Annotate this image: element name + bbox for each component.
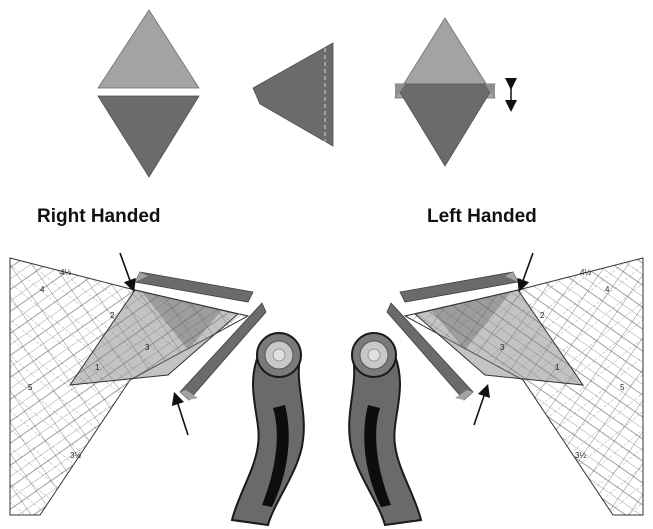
left-handed-ruler: 4 2 3 5 1 4½ 3½ (386, 252, 644, 516)
ruler-mark: 3 (145, 343, 150, 352)
pointing-triangle (252, 42, 334, 147)
ruler-mark: 5 (620, 383, 625, 392)
down-right-arrow-icon (119, 252, 136, 293)
bottom-triangle (97, 95, 200, 178)
rotary-cutter-icon (230, 332, 305, 527)
ruler-overlay-diamond (68, 289, 240, 386)
overlapped-diamond (394, 17, 517, 167)
rotary-cutter-icon (348, 332, 423, 527)
ruler-mark: 4½ (60, 268, 71, 277)
cutter-grip (262, 405, 289, 507)
ruler-mark: 4½ (580, 268, 591, 277)
left-handed-label: Left Handed (427, 206, 537, 227)
top-triangle (97, 9, 200, 89)
overlap-bottom-triangle (394, 83, 496, 167)
split-diamond (97, 9, 200, 178)
up-left-arrow-icon (473, 383, 490, 426)
ruler-mark: 1 (555, 363, 560, 372)
ruler-mark: 3 (500, 343, 505, 352)
right-handed-label: Right Handed (37, 206, 161, 227)
ruler-mark: 2 (110, 311, 115, 320)
ruler-mark: 5 (28, 383, 33, 392)
ruler-mark: 3½ (70, 451, 81, 460)
ruler-mark: 4 (40, 285, 45, 294)
down-left-arrow-icon (517, 252, 534, 293)
up-right-arrow-icon (171, 391, 189, 436)
ruler-mark: 4 (605, 285, 610, 294)
ruler-mark: 1 (95, 363, 100, 372)
ruler-mark: 2 (540, 311, 545, 320)
right-handed-ruler: 4 2 3 5 1 4½ 3½ (9, 252, 267, 516)
ruler-mark: 3½ (575, 451, 586, 460)
cutter-grip (364, 405, 391, 507)
ruler-overlay-diamond (413, 289, 585, 386)
